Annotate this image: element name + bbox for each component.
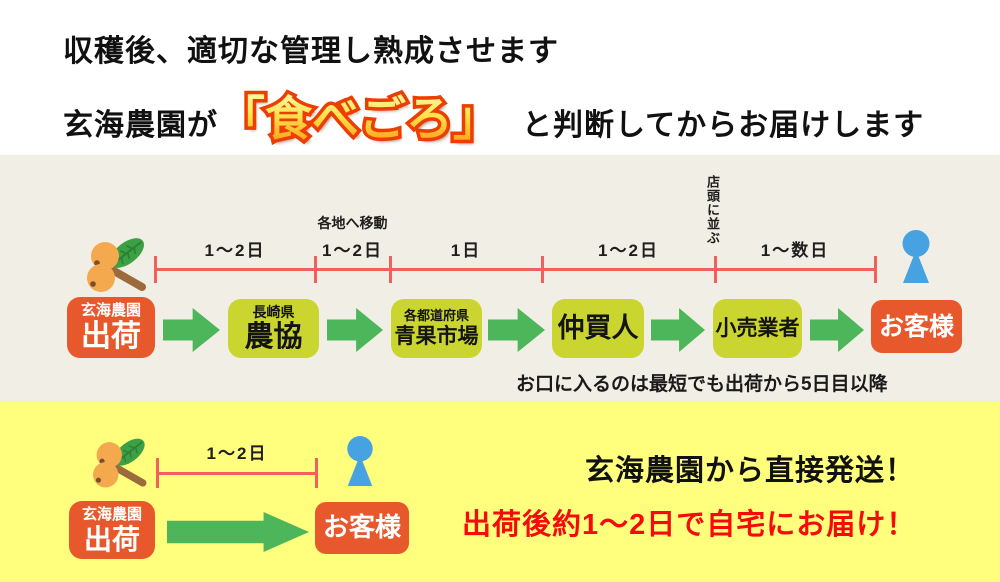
- flow-arrow-icon: [488, 308, 545, 352]
- timeline-line: [157, 472, 318, 475]
- timeline-tick: [389, 256, 392, 283]
- tabegoro-outline-text: 「食べごろ」: [215, 88, 504, 148]
- market-route-note: お口に入るのは最短でも出荷から5日目以降: [516, 374, 888, 395]
- direct-shipping-section: 1〜2日 玄海農園 出荷 お客様 玄海農園から直接発送！ 出荷後約1〜2日で自宅…: [0, 402, 1000, 582]
- timeline-tick: [156, 458, 159, 488]
- tabegoro-highlight: 「食べごろ」 「食べごろ」: [215, 88, 504, 148]
- person-icon: [902, 230, 930, 283]
- flow-node-customer: お客様: [315, 502, 409, 554]
- timeline-segment-label: 1〜2日: [598, 241, 659, 260]
- timeline-tick: [154, 256, 157, 283]
- header-line2-prefix: 玄海農園が: [63, 109, 218, 142]
- timeline-tick: [541, 256, 544, 283]
- header-section: 収穫後、適切な管理し熟成させます 玄海農園が 「食べごろ」 「食べごろ」 と判断…: [0, 0, 1000, 155]
- direct-subline: 出荷後約1〜2日で自宅にお届け！: [462, 509, 917, 541]
- flow-arrow-icon: [167, 512, 309, 552]
- node-label: 仲買人: [557, 313, 639, 344]
- timeline-segment-label: 1〜数日: [760, 241, 830, 260]
- flow-node-coop: 長崎県 農協: [228, 299, 319, 358]
- timeline-segment-label: 1日: [450, 241, 482, 260]
- flow-arrow-icon: [327, 308, 383, 352]
- node-label: 出荷: [83, 524, 140, 556]
- flow-arrow-icon: [163, 308, 220, 352]
- timeline-tick: [314, 256, 317, 283]
- flow-arrow-icon: [651, 308, 705, 352]
- timeline-segment-label: 1〜2日: [204, 241, 266, 260]
- node-sublabel: 玄海農園: [81, 505, 142, 523]
- header-line2-suffix: と判断してからお届けします: [522, 109, 925, 142]
- node-label: お客様: [322, 512, 401, 543]
- flow-node-farm-shipping: 玄海農園 出荷: [69, 501, 155, 559]
- flow-node-farm-shipping: 玄海農園 出荷: [67, 297, 155, 358]
- timeline-segment-label: 1〜2日: [322, 241, 383, 260]
- flow-node-retailer: 小売業者: [713, 299, 802, 358]
- header-line1: 収穫後、適切な管理し熟成させます: [63, 35, 559, 68]
- node-label: 小売業者: [715, 316, 800, 340]
- header-line2: 玄海農園が 「食べごろ」 「食べごろ」 と判断してからお届けします: [63, 88, 925, 148]
- timeline-line: [155, 268, 876, 271]
- node-sublabel: 玄海農園: [80, 301, 141, 319]
- node-label: 農協: [244, 321, 303, 354]
- timeline-tick: [315, 458, 318, 488]
- flow-arrow-icon: [810, 308, 864, 352]
- flow-node-middleman: 仲買人: [552, 299, 644, 358]
- person-icon: [347, 436, 373, 486]
- tabegoro-fill-text: 「食べごろ」: [218, 92, 500, 145]
- timeline-segment-sublabel: 各地へ移動: [317, 215, 388, 231]
- timeline-tick: [874, 256, 877, 283]
- node-sublabel: 各都道府県: [403, 308, 469, 324]
- market-route-section: 1〜2日 各地へ移動 1〜2日 1日 1〜2日 1〜数日 店頭に並ぶ 玄海農園 …: [0, 155, 1000, 402]
- loquat-icon: [93, 438, 147, 488]
- timeline-segment-label: 1〜2日: [206, 444, 268, 463]
- node-label: お客様: [878, 312, 954, 341]
- loquat-icon: [87, 238, 146, 292]
- flow-node-market: 各都道府県 青果市場: [391, 299, 482, 358]
- node-label: 出荷: [81, 320, 141, 354]
- timeline-vertical-note: 店頭に並ぶ: [705, 175, 720, 245]
- node-sublabel: 長崎県: [252, 304, 295, 321]
- direct-headline: 玄海農園から直接発送！: [585, 455, 916, 487]
- timeline-tick: [714, 256, 717, 283]
- flow-node-customer: お客様: [871, 300, 962, 353]
- node-label: 青果市場: [394, 325, 479, 349]
